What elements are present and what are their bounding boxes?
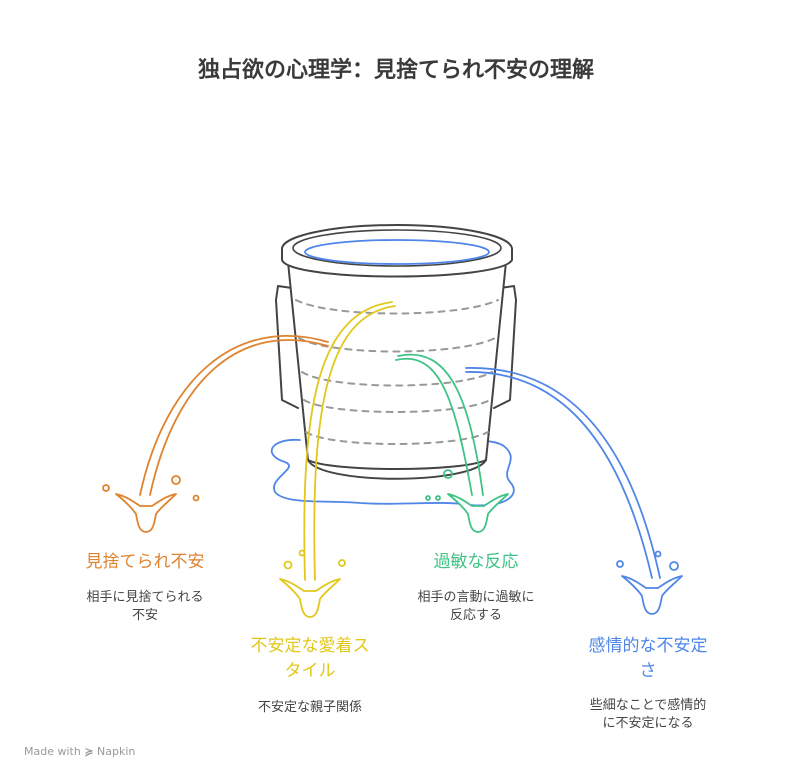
footer-text: Made with — [24, 745, 81, 758]
droplet — [283, 560, 293, 570]
heading-oversensitive-reaction: 過敏な反応 — [433, 552, 519, 572]
bucket-handle-right — [493, 285, 517, 409]
heading-line: さ — [639, 661, 657, 681]
puddle — [271, 439, 515, 507]
splash-1 — [279, 578, 341, 618]
stream-yellow — [303, 301, 396, 581]
stream-green — [395, 353, 484, 496]
stream-blue — [465, 367, 661, 579]
droplet — [654, 550, 662, 558]
desc-emotional-instability: 些細なことで感情的 に不安定になる — [558, 697, 738, 733]
droplet — [616, 560, 624, 568]
desc-line: 不安定な親子関係 — [257, 700, 362, 715]
napkin-logo-icon: ≽ — [84, 745, 94, 758]
desc-insecure-attachment: 不安定な親子関係 — [220, 699, 400, 717]
droplet — [102, 484, 110, 492]
desc-line: 不安 — [131, 608, 158, 623]
bucket-handle-left — [275, 285, 299, 409]
heading-abandonment-anxiety: 見捨てられ不安 — [85, 552, 205, 572]
desc-line: に不安定になる — [602, 716, 694, 731]
desc-abandonment-anxiety: 相手に見捨てられる 不安 — [55, 589, 235, 625]
made-with-napkin[interactable]: Made with ≽ Napkin — [24, 745, 135, 758]
bucket-rim-inner — [292, 229, 502, 267]
desc-oversensitive-reaction: 相手の言動に過敏に 反応する — [386, 589, 566, 625]
droplet — [338, 559, 346, 567]
water-surface — [304, 239, 490, 265]
heading-insecure-attachment: 不安定な愛着ス タイル — [220, 634, 400, 684]
droplet — [171, 475, 181, 485]
droplet — [435, 495, 441, 501]
stream-orange — [139, 335, 329, 496]
bucket-body — [287, 261, 507, 480]
splash-2 — [447, 493, 509, 533]
bucket-bottom — [307, 459, 487, 470]
desc-line: 相手の言動に過敏に — [417, 590, 535, 605]
droplet — [192, 494, 200, 502]
droplet — [443, 469, 453, 479]
droplet — [425, 495, 431, 501]
droplet — [669, 561, 679, 571]
desc-line: 相手に見捨てられる — [86, 590, 204, 605]
page-title: 独占欲の心理学：見捨てられ不安の理解 — [197, 58, 594, 83]
desc-line: 反応する — [449, 608, 502, 623]
heading-line: 感情的な不安定 — [588, 636, 708, 656]
droplet — [298, 549, 306, 557]
heading-emotional-instability: 感情的な不安定 さ — [558, 634, 738, 684]
footer-brand: Napkin — [97, 745, 136, 758]
splash-0 — [115, 493, 177, 533]
heading-line: 不安定な愛着ス — [250, 636, 370, 656]
heading-line: タイル — [284, 661, 336, 681]
desc-line: 些細なことで感情的 — [589, 698, 707, 713]
splash-3 — [621, 575, 683, 615]
